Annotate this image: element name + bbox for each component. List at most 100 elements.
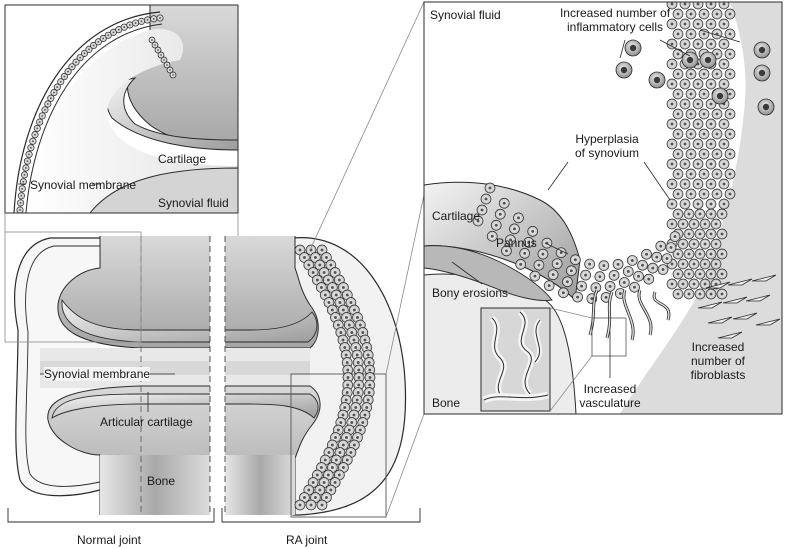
synovium-cell-nucleus (709, 212, 713, 216)
membrane-cell-nucleus (53, 91, 55, 94)
membrane-cell-nucleus (38, 121, 41, 124)
vasculature-inset (480, 307, 551, 412)
pannus-cell-nucleus (494, 223, 498, 227)
synovium-cell-nucleus (696, 82, 700, 86)
joint-synovial-membrane-label: Synovial membrane (44, 367, 151, 381)
synovium-cell-nucleus (318, 488, 322, 492)
membrane-cell-nucleus (140, 20, 143, 23)
hyperplasia-label-line1: Hyperplasia (575, 132, 639, 146)
synovium-cell-nucleus (676, 192, 680, 196)
synovium-cell-nucleus (692, 242, 696, 246)
synovium-cell-nucleus (323, 293, 327, 297)
fibroblast-cell (755, 318, 781, 326)
pannus-cell-nucleus (584, 273, 588, 277)
pannus-cell-nucleus (527, 240, 531, 244)
synovium-cell-nucleus (709, 292, 713, 296)
pannus-cell-nucleus (504, 249, 508, 253)
synovium-cell-nucleus (676, 72, 680, 76)
pannus-cell-nucleus (551, 273, 555, 277)
synovium-cell-nucleus (683, 22, 687, 26)
synovium-cell-nucleus (345, 458, 349, 462)
hyperplasia-label: Hyperplasia of synovium (565, 132, 649, 160)
synovium-cell-nucleus (722, 82, 726, 86)
pannus-cell-nucleus (669, 246, 673, 250)
synovium-cell-nucleus (365, 346, 369, 349)
fibroblasts-label-line1: Increased (691, 340, 745, 354)
pannus-cell-nucleus (565, 280, 569, 284)
membrane-cell-nucleus (128, 23, 131, 26)
pannus-cell-nucleus (647, 277, 651, 281)
synovium-cell-nucleus (341, 443, 345, 447)
synovium-cell-nucleus (330, 308, 334, 312)
synovium-cell-nucleus (349, 451, 353, 454)
synovium-cell-nucleus (356, 361, 360, 364)
pannus-cell-nucleus (659, 244, 663, 248)
zoom-bone-label: Bone (432, 396, 461, 410)
pannus-cell-nucleus (488, 186, 492, 190)
vasculature-label-line1: Increased (583, 382, 637, 396)
synovium-cell-nucleus (692, 282, 696, 286)
synovium-cell-nucleus (702, 72, 706, 76)
vessel-sprout-lumen (623, 289, 634, 341)
synovium-cell-nucleus (709, 202, 713, 206)
synovium-cell-nucleus (702, 132, 706, 136)
pannus-cell-nucleus (645, 252, 649, 256)
synovium-cell-nucleus (361, 421, 365, 424)
synovium-cell-nucleus (346, 383, 350, 387)
synovium-cell-nucleus (714, 242, 718, 246)
synovium-cell-nucleus (670, 102, 674, 106)
synovium-cell-nucleus (689, 152, 693, 156)
membrane-cell-nucleus (152, 17, 155, 20)
synovium-cell-nucleus (670, 202, 674, 206)
synovium-cell-nucleus (324, 496, 328, 499)
inflammatory-cells-label: Increased number of inflammatory cells (540, 6, 690, 34)
synovium-cell-nucleus (683, 182, 687, 186)
inflammatory-cell-nucleus (704, 56, 712, 64)
pannus-cell-nucleus (561, 291, 565, 295)
synovium-cell-nucleus (341, 308, 345, 312)
membrane-cell-nucleus (24, 167, 27, 169)
synovium-cell-nucleus (670, 42, 674, 46)
synovium-cell-nucleus (722, 22, 726, 26)
vessel-sprout-lumen (606, 291, 613, 339)
synovium-cell-nucleus (722, 202, 726, 206)
synovium-cell-nucleus (698, 252, 702, 256)
fibroblast-cell (705, 281, 731, 289)
synovium-cell-nucleus (676, 132, 680, 136)
pannus-cell-nucleus (502, 201, 506, 205)
synovium-cell-nucleus (715, 72, 719, 76)
synovium-cell-nucleus (709, 162, 713, 166)
pannus-cell-nucleus (533, 274, 537, 278)
synovium-cell-nucleus (298, 248, 302, 252)
synovium-cell-nucleus (352, 338, 356, 342)
membrane-cell-nucleus (63, 75, 66, 78)
synovium-cell-nucleus (676, 212, 680, 216)
pannus-cell-nucleus (523, 251, 527, 255)
synovium-cell-nucleus (676, 252, 680, 256)
pannus-cell-nucleus (655, 255, 659, 259)
synovium-cell-nucleus (696, 2, 700, 6)
fibroblast-cell (727, 278, 753, 286)
synovium-cell-nucleus (309, 503, 313, 507)
synovium-cell-nucleus (698, 292, 702, 296)
synovium-cell-nucleus (333, 316, 337, 319)
pannus-cell-nucleus (673, 235, 677, 239)
synovium-cell-nucleus (728, 192, 732, 196)
vessel-sprout-lumen (653, 291, 670, 321)
synovium-cell-nucleus (341, 286, 345, 289)
membrane-cell-nucleus (56, 86, 59, 89)
zoom-cartilage-label: Cartilage (432, 209, 481, 223)
ra-joint-label: RA joint (286, 533, 328, 547)
synovium-cell-nucleus (352, 413, 356, 417)
pannus-label: Pannus (496, 236, 537, 250)
fibroblasts-label: Increased number of fibroblasts (676, 340, 760, 382)
membrane-cell-nucleus (41, 114, 44, 117)
vasculature-label-line2: vasculature (579, 396, 641, 410)
synovium-cell-nucleus (670, 182, 674, 186)
synovium-cell-nucleus (339, 421, 343, 424)
synovium-cell-nucleus (696, 122, 700, 126)
synovium-cell-nucleus (687, 292, 691, 296)
synovium-cell-nucleus (367, 391, 371, 394)
synovium-cell-nucleus (313, 256, 317, 259)
membrane-cell-nucleus (44, 108, 46, 111)
